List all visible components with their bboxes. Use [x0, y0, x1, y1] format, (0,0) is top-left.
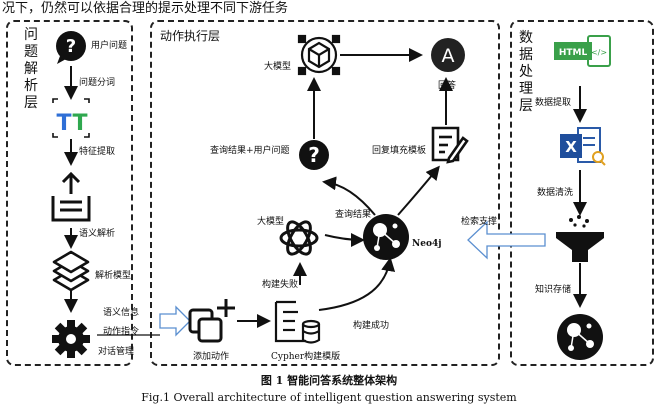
neo4j-icon: [363, 214, 409, 260]
answer-template-icon: [431, 126, 469, 164]
caption-cn: 图 1 智能问答系统整体架构: [260, 374, 398, 387]
svg-text:?: ?: [66, 36, 76, 57]
token-split-icon: T T: [52, 98, 90, 138]
llm-top-icon: [297, 34, 341, 76]
svg-text:A: A: [442, 45, 455, 67]
gear-icon: [52, 320, 90, 358]
label-semantic-info: 语义信息: [103, 308, 140, 318]
query-question-icon: ?: [299, 140, 329, 170]
add-action-icon: [188, 299, 235, 343]
html-file-icon: </> HTML: [554, 35, 611, 67]
label-llm-top: 大模型: [264, 62, 292, 72]
label-cypher-template: Cypher构建模版: [271, 352, 341, 362]
upload-tray-icon: [51, 171, 91, 222]
label-answer-template: 回复填充模板: [372, 146, 427, 156]
question-layer-title: 问题解析层: [24, 27, 38, 111]
llm-mid-icon: [279, 220, 319, 256]
label-llm-mid: 大模型: [257, 217, 285, 227]
to-action-hollow-arrow: [159, 305, 191, 337]
middle-flow-arrows: [237, 48, 453, 328]
svg-text:HTML: HTML: [559, 48, 588, 58]
funnel-icon: [556, 215, 604, 262]
label-query-plus-question: 查询结果+用户问题: [210, 146, 290, 156]
label-build-success: 构建成功: [353, 321, 390, 331]
cypher-template-icon: [274, 300, 321, 344]
action-layer-panel: [150, 20, 500, 366]
label-semantic-parse: 语义解析: [79, 229, 116, 239]
label-build-fail: 构建失败: [262, 280, 299, 290]
data-layer-panel: [510, 20, 654, 366]
label-neo4j: Neo4j: [412, 239, 442, 249]
svg-text:?: ?: [308, 143, 320, 167]
label-parse-model: 解析模型: [95, 271, 132, 281]
action-layer-title: 动作执行层: [160, 29, 221, 43]
excel-file-icon: X: [560, 127, 606, 166]
caption-en: Fig.1 Overall architecture of intelligen…: [141, 391, 517, 404]
intro-text: 况下，仍然可以依据合理的提示处理不同下游任务: [2, 1, 289, 16]
svg-text:T: T: [56, 111, 71, 136]
label-question-split: 问题分词: [79, 78, 116, 88]
label-data-clean: 数据清洗: [537, 188, 574, 198]
svg-text:T: T: [72, 111, 87, 136]
label-data-extract: 数据提取: [535, 98, 572, 108]
label-answer: 回答: [438, 81, 457, 91]
label-dialog-manage: 对话管理: [98, 347, 135, 357]
retrieval-hollow-arrow: [467, 220, 546, 260]
layers-stack-icon: [52, 250, 90, 292]
label-feature-extract: 特征提取: [79, 147, 116, 157]
answer-icon: A: [431, 38, 465, 72]
question-layer-panel: [6, 20, 133, 366]
svg-text:</>: </>: [591, 48, 607, 57]
data-layer-title: 数据处理层: [519, 30, 533, 114]
neo4j-store-icon: [557, 314, 603, 360]
label-action-command: 动作指令: [103, 327, 140, 337]
label-add-action: 添加动作: [193, 352, 230, 362]
label-query-result: 查询结果: [335, 210, 372, 220]
svg-text:X: X: [565, 138, 577, 156]
label-knowledge-store: 知识存储: [535, 285, 572, 295]
label-user-question: 用户问题: [91, 41, 128, 51]
question-bubble-icon: ?: [56, 31, 86, 64]
label-retrieval-support: 检索支撑: [461, 217, 498, 227]
